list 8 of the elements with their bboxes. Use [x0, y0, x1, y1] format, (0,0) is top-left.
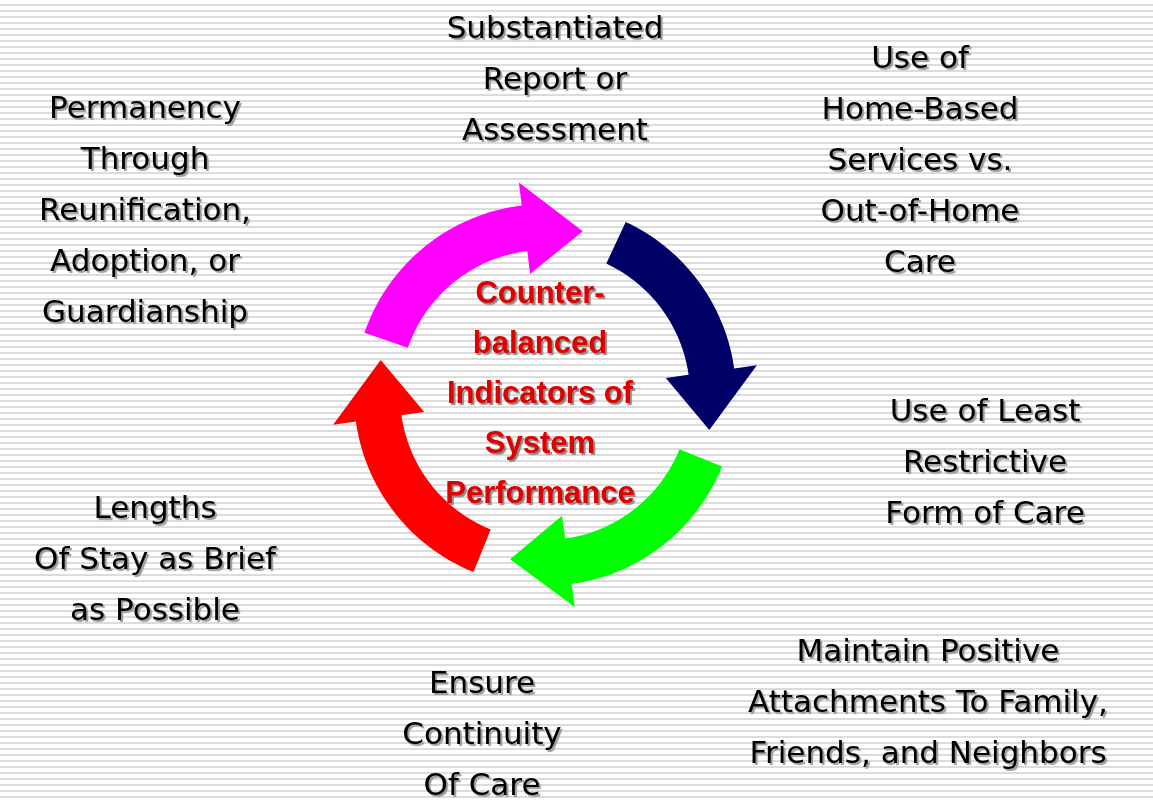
indicator-label: Use of Least Restrictive Form of Care: [885, 391, 1085, 532]
center-title: Counter-balanced Indicators of System Performance: [444, 274, 636, 512]
indicator-label: Ensure Continuity Of Care: [402, 663, 562, 801]
indicator-label: Use of Home-Based Services vs. Out-of-Home Care: [820, 38, 1020, 281]
indicator-label: Substantiated Report or Assessment: [446, 8, 664, 149]
indicator-label: Permanency Through Reunification, Adoption, or Guardianship: [39, 88, 251, 331]
indicator-label: Maintain Positive Attachments To Family, Friends, and Neighbors: [748, 631, 1108, 772]
indicator-label: Lengths Of Stay as Brief as Possible: [34, 488, 276, 629]
